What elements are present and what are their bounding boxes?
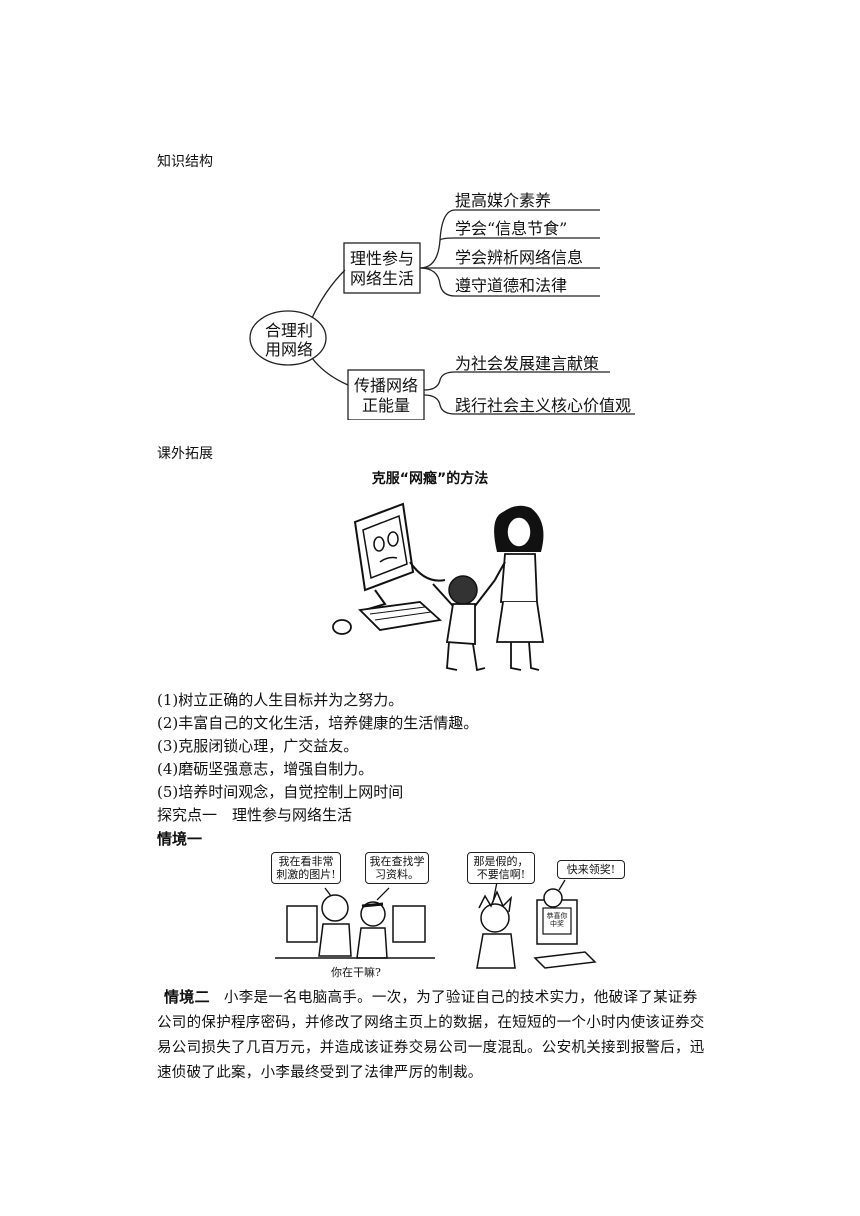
scene-1-cartoon: 我在看非常刺激的图片! 我在查找学习资料。 那是假的，不要信啊! 快来领奖! 恭… bbox=[265, 848, 625, 982]
branch-1-line2: 网络生活 bbox=[349, 269, 414, 288]
branch-2-item: 践行社会主义核心价值观 bbox=[455, 396, 632, 415]
branch-1-item: 学会辨析网络信息 bbox=[455, 248, 584, 267]
mind-map-root: 合理利 用网络 bbox=[263, 321, 315, 359]
scene-2-text: 小李是一名电脑高手。一次，为了验证自己的技术实力，他破译了某证券公司的保护程序密… bbox=[157, 990, 705, 1081]
mind-map-lines bbox=[249, 209, 635, 420]
section-heading-extension: 课外拓展 bbox=[157, 446, 213, 462]
speech-bubble: 快来领奖! bbox=[557, 860, 625, 879]
speech-bubble: 我在查找学习资料。 bbox=[365, 852, 429, 884]
method-item: (5)培养时间观念，自觉控制上网时间 bbox=[157, 783, 404, 801]
root-line1: 合理利 bbox=[264, 321, 313, 340]
internet-addiction-illustration bbox=[325, 492, 555, 680]
cartoon-caption: 你在干嘛? bbox=[331, 966, 381, 979]
branch-1-item: 学会“信息节食” bbox=[455, 219, 568, 238]
scene-1-label: 情境一 bbox=[157, 830, 203, 848]
speech-bubble: 我在看非常刺激的图片! bbox=[271, 852, 341, 884]
section-heading-knowledge: 知识结构 bbox=[157, 154, 213, 170]
branch-2-item: 为社会发展建言献策 bbox=[455, 354, 600, 373]
branch-1-item: 提高媒介素养 bbox=[455, 191, 552, 210]
branch-2-line1: 传播网络 bbox=[353, 376, 418, 395]
scene-2-paragraph: 情境二小李是一名电脑高手。一次，为了验证自己的技术实力，他破译了某证券公司的保护… bbox=[157, 985, 705, 1086]
branch-1-line1: 理性参与 bbox=[349, 249, 414, 268]
method-item: (3)克服闭锁心理，广交益友。 bbox=[157, 737, 359, 755]
explore-point-heading: 探究点一 理性参与网络生活 bbox=[157, 806, 353, 824]
extension-title: 克服“网瘾”的方法 bbox=[371, 471, 489, 487]
branch-1-box: 理性参与 网络生活 bbox=[344, 249, 420, 289]
branch-2-line2: 正能量 bbox=[361, 396, 410, 415]
mind-map: 合理利 用网络 理性参与 网络生活 传播网络 正能量 提高媒介素养 学会“信息节… bbox=[240, 180, 660, 420]
method-item: (4)磨砺坚强意志，增强自制力。 bbox=[157, 760, 374, 778]
screen-text: 恭喜你中奖 bbox=[546, 912, 568, 928]
branch-2-box: 传播网络 正能量 bbox=[348, 376, 424, 416]
speech-bubble: 那是假的，不要信啊! bbox=[467, 852, 535, 884]
scene-2-label: 情境二 bbox=[164, 988, 210, 1006]
branch-1-item: 遵守道德和法律 bbox=[455, 276, 568, 295]
root-line2: 用网络 bbox=[264, 340, 313, 359]
method-item: (2)丰富自己的文化生活，培养健康的生活情趣。 bbox=[157, 714, 479, 732]
method-item: (1)树立正确的人生目标并为之努力。 bbox=[157, 691, 404, 709]
